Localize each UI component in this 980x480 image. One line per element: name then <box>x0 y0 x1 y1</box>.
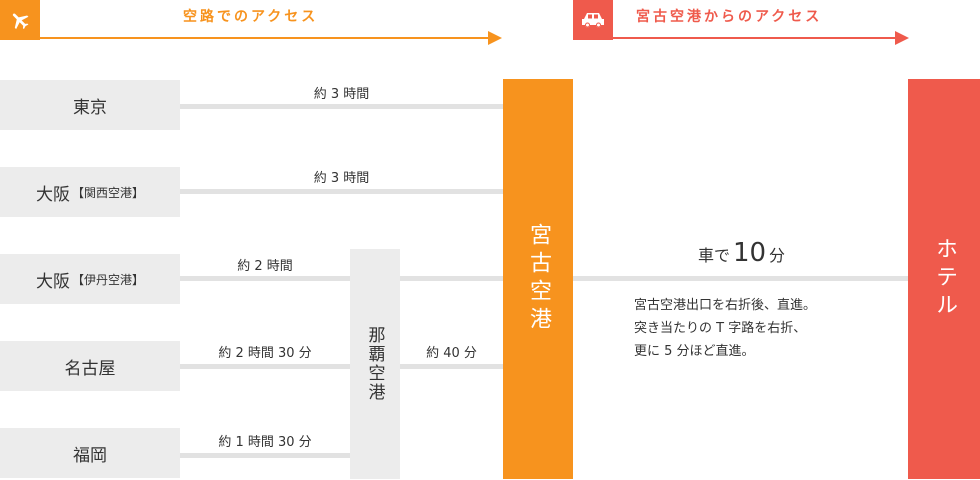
origin-name: 東京 <box>73 97 107 118</box>
origin-osaka-kansai: 大阪【関西空港】 <box>0 167 180 217</box>
origin-name: 大阪 <box>35 184 70 205</box>
car-tab-icon-box <box>573 0 613 40</box>
car-unit: 分 <box>769 246 786 265</box>
directions-line: 突き当たりの T 字路を右折、 <box>634 321 807 336</box>
directions-line: 宮古空港出口を右折後、直進。 <box>634 298 817 313</box>
airplane-icon <box>12 13 29 30</box>
route-line-fukuoka <box>180 453 350 458</box>
air-arrow-head <box>488 31 502 45</box>
origin-tokyo: 東京 <box>0 80 180 130</box>
route-line-osaka-kansai <box>180 189 503 194</box>
origin-osaka-itami: 大阪【伊丹空港】 <box>0 254 180 304</box>
air-tab-icon-box <box>0 0 40 40</box>
origin-fukuoka: 福岡 <box>0 428 180 478</box>
car-directions: 宮古空港出口を右折後、直進。 突き当たりの T 字路を右折、 更に 5 分ほど直… <box>634 294 816 363</box>
duration-nagoya: 約 2 時間 30 分 <box>218 346 312 361</box>
origin-name: 福岡 <box>73 445 107 466</box>
route-line-naha-lower <box>400 364 503 369</box>
origin-airport: 【伊丹空港】 <box>71 272 144 287</box>
miyako-airport: 宮古空港 <box>503 79 573 479</box>
duration-fukuoka: 約 1 時間 30 分 <box>218 435 312 450</box>
transfer-naha-airport: 那覇空港 <box>350 249 400 479</box>
origin-nagoya: 名古屋 <box>0 341 180 391</box>
car-arrow-line <box>613 37 896 39</box>
route-line-naha-upper <box>400 276 503 281</box>
transfer-name: 那覇空港 <box>364 326 385 402</box>
directions-line: 更に 5 分ほど直進。 <box>634 344 755 359</box>
car-minutes: 10 <box>732 238 767 268</box>
air-arrow-line <box>40 37 490 39</box>
destination-hotel: ホテル <box>908 79 980 479</box>
car-arrow-head <box>895 31 909 45</box>
destination-name: ホテル <box>932 237 957 321</box>
origin-airport: 【関西空港】 <box>71 185 144 200</box>
duration-osaka-itami: 約 2 時間 <box>237 259 293 274</box>
car-icon <box>582 13 604 28</box>
air-access-title: 空路でのアクセス <box>183 9 319 25</box>
car-prefix: 車で <box>697 246 730 265</box>
route-line-car <box>573 276 908 281</box>
route-line-tokyo <box>180 104 503 109</box>
route-line-osaka-itami <box>180 276 350 281</box>
airport-name: 宮古空港 <box>526 223 551 335</box>
origin-name: 名古屋 <box>64 358 116 379</box>
route-line-nagoya <box>180 364 350 369</box>
duration-osaka-kansai: 約 3 時間 <box>313 171 370 186</box>
duration-tokyo: 約 3 時間 <box>313 87 370 102</box>
origin-name: 大阪 <box>35 271 70 292</box>
duration-naha: 約 40 分 <box>426 346 477 361</box>
car-access-title: 宮古空港からのアクセス <box>636 9 823 25</box>
